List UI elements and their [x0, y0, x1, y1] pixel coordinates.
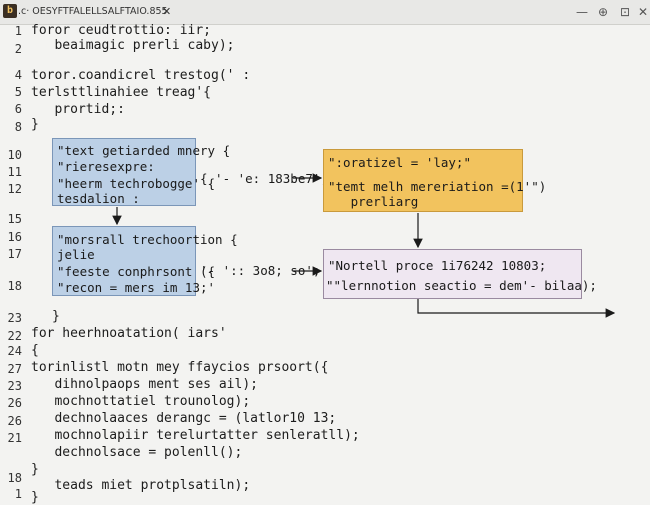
close-window-icon[interactable]: ✕	[638, 5, 649, 19]
code-line[interactable]: toror.coandicrel trestog(' :	[31, 68, 251, 83]
line-number: 16	[7, 230, 22, 244]
box-line: "temt melh mereriation =(1'")	[328, 179, 547, 194]
line-number: 10	[7, 148, 22, 162]
box-line: ":oratizel = 'lay;"	[328, 155, 471, 170]
code-block-box[interactable]: "morsrall trechoortion { jelie "feeste c…	[52, 226, 238, 296]
line-number: 18	[7, 279, 22, 293]
split-view-icon[interactable]: ⊕	[598, 5, 609, 19]
code-line[interactable]: {	[31, 343, 39, 358]
title-bar: b .c· OESYFTFALELLSALFTAIO.855 ✕ — ⊕ ⊡ ✕	[0, 0, 650, 25]
minimize-icon[interactable]: —	[576, 5, 588, 19]
code-line[interactable]: torinlistl motn mey ffaycios prsoort({	[31, 360, 329, 375]
arrow-right	[417, 299, 616, 318]
line-number: 17	[7, 247, 22, 261]
line-number: 22	[7, 329, 22, 343]
code-line[interactable]: dihnolpaops ment ses ail);	[31, 377, 258, 392]
code-line[interactable]: }	[52, 309, 60, 324]
layout-icon[interactable]: ⊡	[620, 5, 631, 19]
line-number: 5	[14, 85, 22, 99]
line-number: 23	[7, 311, 22, 325]
line-number: 1	[14, 487, 22, 501]
box-line: "recon = mers im 13;'	[57, 280, 216, 295]
line-number: 2	[14, 42, 22, 56]
code-line[interactable]: beaimagic prerli caby);	[31, 38, 235, 53]
box-line: "heerm techrobogge' {	[57, 176, 216, 191]
box-line: prerliarg	[328, 194, 419, 209]
line-number: 21	[7, 431, 22, 445]
box-line: "rieresexpre:	[57, 159, 155, 174]
code-line[interactable]: foror ceudtrottio: iir;	[31, 23, 212, 38]
box-line: "feeste conphrsont ({	[57, 264, 216, 279]
code-line[interactable]: dechnolsace = polenll();	[31, 445, 243, 460]
code-line[interactable]: for heerhnoatation( iars'	[31, 326, 227, 341]
box-line: tesdalion :	[57, 191, 140, 206]
code-line[interactable]: }	[31, 117, 39, 132]
code-line[interactable]: terlsttlinahiee treag'{	[31, 85, 212, 100]
line-number: 8	[14, 120, 22, 134]
code-line[interactable]: mochnottatiel trounolog);	[31, 394, 251, 409]
code-block-box[interactable]: "text getiarded mnery { "rieresexpre: "h…	[52, 138, 230, 206]
code-line[interactable]: prortid;:	[31, 102, 125, 117]
line-number: 18	[7, 471, 22, 485]
line-number: 24	[7, 344, 22, 358]
code-line[interactable]: teads miet protplsatiln);	[31, 478, 251, 493]
app-icon: b	[3, 4, 17, 18]
code-line[interactable]: }	[31, 462, 39, 477]
code-line[interactable]: dechnolaaces derangc = (latlor10 13;	[31, 411, 337, 426]
line-number: 11	[7, 165, 22, 179]
line-number: 27	[7, 362, 22, 376]
connector-label: { '- 'e: 183be7';	[200, 171, 328, 186]
editor-tab[interactable]: .c· OESYFTFALELLSALFTAIO.855	[18, 6, 168, 17]
code-block-box[interactable]: ":oratizel = 'lay;" "temt melh mereriati…	[323, 149, 546, 212]
box-line: "text getiarded mnery {	[57, 143, 231, 158]
line-number: 12	[7, 182, 22, 196]
code-block-box[interactable]: "Nortell proce 1i76242 10803; ""lernnoti…	[323, 249, 597, 299]
code-line[interactable]: }	[31, 490, 39, 505]
line-number: 15	[7, 212, 22, 226]
code-line[interactable]: mochnolapiir terelurtatter senleratll);	[31, 428, 360, 443]
box-line: ""lernnotion seactio = dem'- bilaa);	[326, 278, 597, 293]
line-number: 4	[14, 68, 22, 82]
line-number: 6	[14, 102, 22, 116]
line-number-gutter: 1 2 4 5 6 8 10 11 12 15 16 17 18 23 22 2…	[0, 24, 24, 501]
line-number: 26	[7, 396, 22, 410]
box-line: "morsrall trechoortion {	[57, 232, 238, 247]
line-number: 23	[7, 379, 22, 393]
tab-close-icon[interactable]: ✕	[162, 5, 172, 18]
box-line: "Nortell proce 1i76242 10803;	[328, 258, 547, 273]
connector-label: '- ':: 3o8; so';	[200, 263, 321, 278]
line-number: 26	[7, 414, 22, 428]
box-line: jelie	[57, 247, 95, 262]
line-number: 1	[14, 24, 22, 38]
